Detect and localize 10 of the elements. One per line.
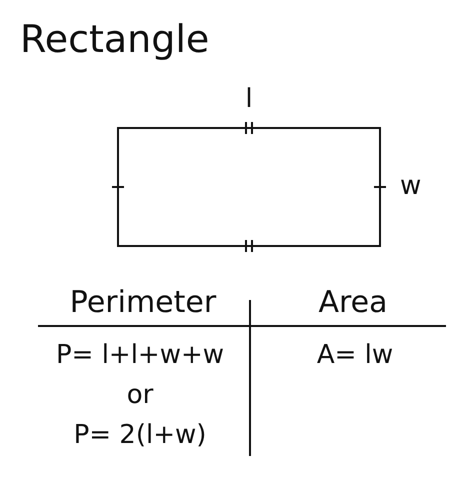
title: Rectangle — [20, 20, 210, 58]
column-header: Area — [318, 288, 388, 318]
formula: A= lw — [316, 342, 394, 368]
rectangle-drawing — [112, 122, 386, 252]
note: or — [126, 382, 154, 408]
side-label: w — [400, 173, 422, 199]
side-label: l — [245, 86, 253, 112]
column-header: Perimeter — [70, 288, 216, 318]
formula: P= l+l+w+w — [56, 342, 224, 368]
formula: P= 2(l+w) — [74, 422, 206, 448]
